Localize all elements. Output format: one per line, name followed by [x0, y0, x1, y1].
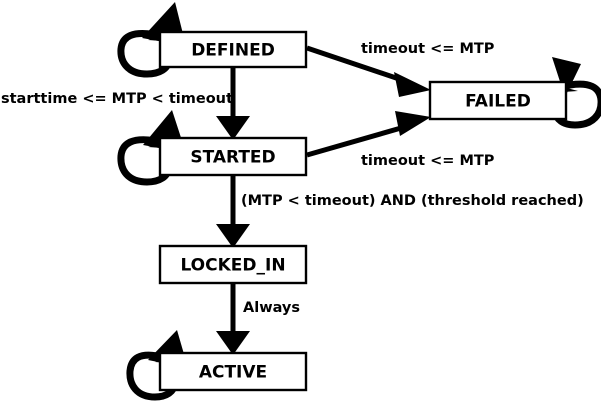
state-node-defined[interactable]: DEFINED — [158, 30, 308, 69]
state-label-defined: DEFINED — [191, 41, 275, 61]
state-label-started: STARTED — [190, 148, 275, 168]
failed-self-loop-path — [552, 80, 601, 129]
started-self-loop-path — [117, 136, 172, 186]
state-node-started[interactable]: STARTED — [158, 136, 308, 177]
edge-label-defined-to-started: starttime <= MTP < timeout — [1, 91, 233, 107]
failed-self-loop-arrowhead — [552, 57, 581, 97]
started-to-failed-line — [306, 123, 409, 158]
started-to-locked-in-edge[interactable] — [216, 175, 250, 248]
state-label-locked-in: LOCKED_IN — [180, 256, 285, 276]
edge-label-locked-in-to-active: Always — [243, 300, 300, 316]
edge-label-started-to-failed: timeout <= MTP — [361, 153, 495, 169]
locked-in-to-active-edge[interactable] — [216, 283, 250, 355]
state-node-locked-in[interactable]: LOCKED_IN — [158, 244, 308, 285]
edge-label-started-to-locked-in: (MTP < timeout) AND (threshold reached) — [241, 193, 584, 209]
state-box-locked-in — [158, 244, 308, 285]
state-box-defined — [158, 30, 308, 69]
defined-self-loop-path — [117, 30, 172, 78]
started-to-locked-in-arrowhead — [216, 224, 250, 248]
started-to-failed-arrowhead — [395, 111, 431, 136]
defined-to-started-arrowhead — [216, 116, 250, 140]
active-self-loop-path — [126, 351, 178, 401]
defined-to-started-edge[interactable] — [216, 66, 250, 140]
state-label-active: ACTIVE — [199, 363, 267, 383]
state-box-active — [158, 351, 308, 392]
defined-to-failed-line — [306, 45, 409, 85]
state-label-failed: FAILED — [465, 92, 531, 112]
state-node-active[interactable]: ACTIVE — [158, 351, 308, 392]
defined-to-failed-edge[interactable] — [306, 45, 431, 97]
defined-to-failed-arrowhead — [394, 72, 431, 97]
started-to-failed-edge[interactable] — [306, 111, 431, 158]
state-node-failed[interactable]: FAILED — [428, 80, 568, 121]
locked-in-to-active-arrowhead — [216, 331, 250, 355]
edge-label-defined-to-failed: timeout <= MTP — [361, 41, 495, 57]
state-box-failed — [428, 80, 568, 121]
state-box-started — [158, 136, 308, 177]
